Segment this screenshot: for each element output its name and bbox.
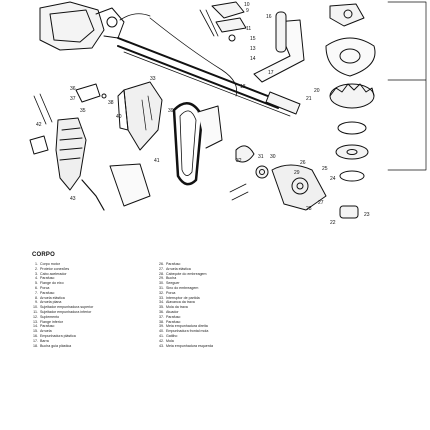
front-handle-drawing <box>117 81 163 151</box>
callout-38: 38 <box>108 100 114 106</box>
callout-24: 24 <box>330 176 336 182</box>
parts-list-right: 26.Parafuso 27.Arruela elástica 28.Cabeç… <box>156 262 306 348</box>
blade-discs-drawing <box>329 83 375 182</box>
list-item: 36.Atuador <box>159 309 179 314</box>
callout-14: 14 <box>250 56 256 62</box>
list-item: 10.Sujeitador empunhadura superior <box>33 305 94 310</box>
list-item: 42.Mola <box>159 338 174 343</box>
callout-39: 39 <box>168 108 174 114</box>
callout-11: 11 <box>246 26 251 32</box>
callout-23: 23 <box>364 212 370 218</box>
list-item: 18.Bucha guia plástica <box>33 343 72 348</box>
callout-43: 43 <box>70 196 76 202</box>
gear-head-drawing <box>325 3 376 77</box>
list-item: 34.Alavanca da trava <box>159 300 195 305</box>
list-item: 9.Arruela plana <box>35 300 62 305</box>
callout-21: 21 <box>306 96 312 102</box>
list-item: 14.Parafuso <box>33 324 55 329</box>
engine-body-drawing <box>39 1 151 51</box>
frame-lines-drawing <box>387 1 427 171</box>
callout-20: 20 <box>314 88 320 94</box>
grip-drawing <box>55 117 105 211</box>
callout-32: 32 <box>236 158 242 164</box>
callout-37: 37 <box>70 96 76 102</box>
list-item: 13.Flange inferior <box>33 319 63 324</box>
list-item: 32.Porca <box>159 290 176 295</box>
callout-41: 41 <box>154 158 160 164</box>
callout-27: 27 <box>318 200 324 206</box>
list-item: 8.Arruela elástica <box>35 295 65 300</box>
list-item: 28.Cabeçote do embreagem <box>159 271 207 276</box>
handle-clamp-drawing <box>199 1 247 42</box>
list-item: 2.Protetor conexões <box>35 266 70 271</box>
list-item: 35.Mola da trava <box>159 305 188 310</box>
list-item: 31.Sino do embreagem <box>159 285 199 290</box>
list-item: 29.Bucha <box>159 276 177 281</box>
callout-36: 36 <box>70 86 76 92</box>
throttle-cable-drawing <box>149 17 238 97</box>
list-item: 6.Porca <box>35 285 50 290</box>
list-item: 27.Arruela elástica <box>159 266 191 271</box>
list-item: 7.Parafuso <box>35 290 55 295</box>
list-item: 11.Sujeitador empunhadura inferior <box>33 309 92 314</box>
bar-tube-drawing <box>253 11 305 83</box>
list-item: 41.Gatilho <box>159 333 178 338</box>
list-item: 38.Parafuso <box>159 319 181 324</box>
callout-17: 17 <box>268 70 274 76</box>
list-item: 4.Parafuso <box>35 276 55 281</box>
callout-13: 13 <box>250 46 256 52</box>
list-item: 26.Parafuso <box>159 262 181 266</box>
list-item: 17.Barra <box>33 338 49 343</box>
callout-26: 26 <box>300 160 306 166</box>
callout-15: 15 <box>250 36 256 42</box>
list-item: 3.Cabo acelerador <box>35 271 67 276</box>
callout-10: 10 <box>244 2 250 8</box>
list-item: 1.Corpo motor <box>35 262 60 266</box>
callout-25: 25 <box>322 166 328 172</box>
drive-shaft-drawing <box>117 37 301 117</box>
section-title: CORPO <box>32 252 56 258</box>
callout-18: 18 <box>240 84 246 90</box>
loop-handle-drawing <box>172 102 223 186</box>
list-item: 15.Arruela <box>33 329 52 334</box>
callout-16: 16 <box>266 14 272 20</box>
callout-22: 22 <box>330 220 336 226</box>
list-item: 30.Seeguer <box>159 281 180 286</box>
list-item: 40.Empunhadura frontal mola <box>159 329 209 334</box>
list-item: 43.Meia empunhadura esquerda <box>159 343 213 348</box>
callout-31: 31 <box>258 154 264 160</box>
callout-40: 40 <box>116 114 122 120</box>
list-item: 37.Parafuso <box>159 314 181 319</box>
list-item: 16.Empunhadura plástica <box>33 333 76 338</box>
callout-9: 9 <box>246 8 249 14</box>
callout-42: 42 <box>36 122 42 128</box>
callout-33: 33 <box>150 76 156 82</box>
exploded-parts-diagram: 10 9 11 16 15 13 14 17 18 20 21 22 23 24… <box>29 1 427 226</box>
list-item: 39.Meia empunhadura direita <box>159 324 208 329</box>
list-item: 5.Flange do eixo <box>35 281 64 286</box>
parts-legend: CORPO 1.Corpo motor 2.Protetor conexões … <box>28 252 418 430</box>
callout-28: 28 <box>306 206 312 212</box>
small-parts-drawing <box>29 83 359 219</box>
parts-list-left: 1.Corpo motor 2.Protetor conexões 3.Cabo… <box>30 262 150 348</box>
list-item: 33.Interruptor de partida <box>159 295 200 300</box>
list-item: 12.Suplemento <box>33 314 60 319</box>
callout-35: 35 <box>80 108 86 114</box>
callout-30: 30 <box>270 154 276 160</box>
callout-29: 29 <box>294 170 300 176</box>
